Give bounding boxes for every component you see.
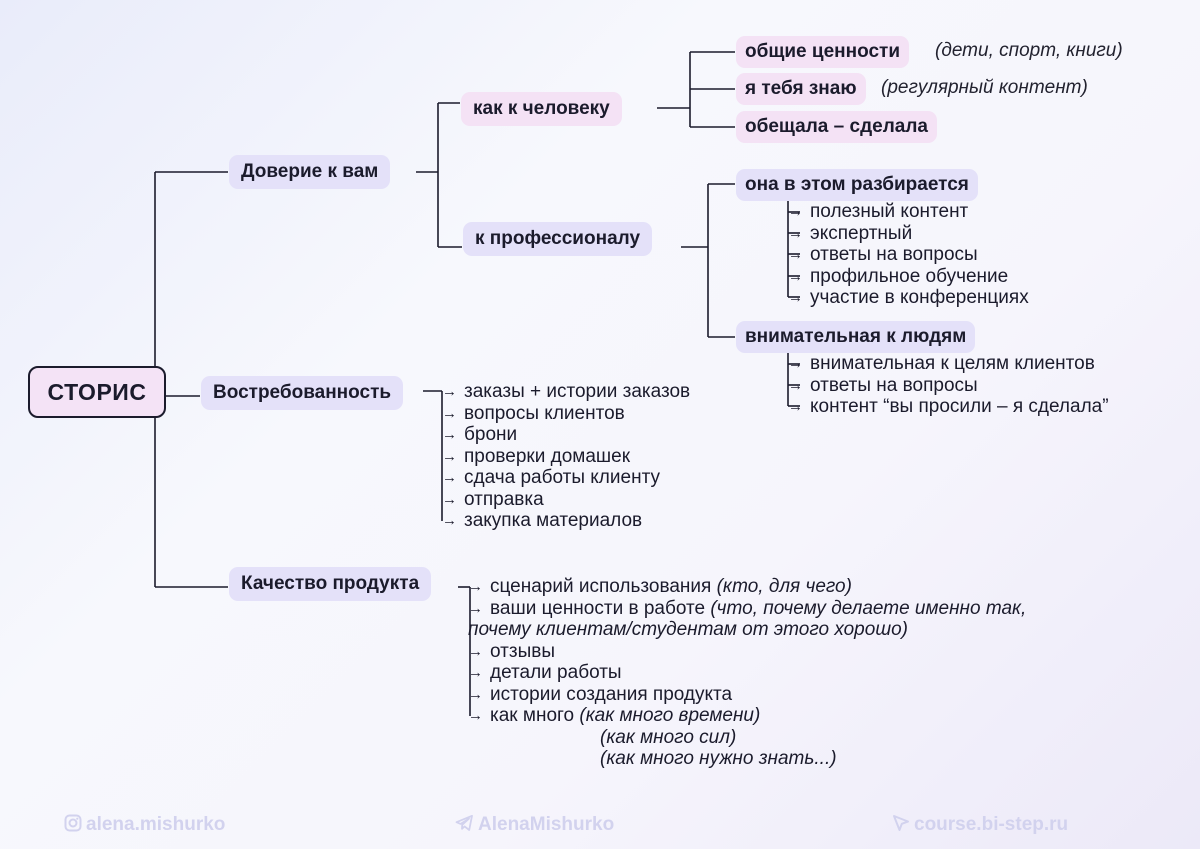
list-item: →отзывы <box>468 640 555 662</box>
arrow-icon: → <box>788 246 803 263</box>
arrow-icon: → <box>442 426 457 443</box>
arrow-icon: → <box>468 578 483 595</box>
note-shared-values: (дети, спорт, книги) <box>935 40 1123 61</box>
arrow-icon: → <box>788 224 803 242</box>
list-item: →сдача работы клиенту <box>442 467 660 488</box>
branch-quality: Качество продукта <box>229 567 432 601</box>
arrow-icon: → <box>442 469 457 486</box>
branch-trust: Доверие к вам <box>229 155 391 189</box>
note-i-know-you: (регулярный контент) <box>881 77 1088 98</box>
list-item: →ответы на вопросы <box>788 374 978 396</box>
demand-list: →заказы + истории заказов →вопросы клиен… <box>442 381 690 532</box>
node-promised-done: обещала – сделала <box>736 111 937 143</box>
arrow-icon: → <box>788 267 803 285</box>
node-as-person: как к человеку <box>461 92 622 126</box>
node-i-know-you: я тебя знаю <box>736 73 866 105</box>
arrow-icon: → <box>788 376 803 394</box>
list-item-continuation: (как много сил) <box>600 726 737 748</box>
branch-demand: Востребованность <box>201 376 404 410</box>
arrow-icon: → <box>442 512 457 529</box>
list-item: →сценарий использования (кто, для чего) <box>468 576 852 597</box>
arrow-icon: → <box>442 383 457 400</box>
list-item: →детали работы <box>468 662 622 683</box>
arrow-icon: → <box>442 490 457 508</box>
arrow-icon: → <box>788 398 803 415</box>
list-item: →профильное обучение <box>788 265 1009 287</box>
list-item: →брони <box>442 424 518 445</box>
telegram-icon <box>455 814 473 831</box>
arrow-icon: → <box>788 203 803 220</box>
arrow-icon: → <box>468 685 483 703</box>
arrow-icon: → <box>442 447 457 465</box>
list-item: →отправка <box>442 488 544 510</box>
arrow-icon: → <box>788 355 803 372</box>
list-item: →закупка материалов <box>442 510 643 531</box>
list-item: →вопросы клиентов <box>442 402 625 424</box>
list-item: →истории создания продукта <box>468 683 733 705</box>
attentive-list: →внимательная к целям клиентов →ответы н… <box>788 353 1109 418</box>
footer-site[interactable]: course.bi-step.ru <box>892 814 1068 836</box>
node-expertise: она в этом разбирается <box>736 169 978 201</box>
list-item-continuation: (как много нужно знать...) <box>600 748 837 769</box>
list-item-continuation: почему клиентам/студентам от этого хорош… <box>468 619 908 640</box>
list-item: →ваши ценности в работе (что, почему дел… <box>468 597 1027 619</box>
quality-list: →сценарий использования (кто, для чего) … <box>468 576 1026 770</box>
list-item: →проверки домашек <box>442 445 631 467</box>
instagram-icon <box>64 814 82 832</box>
root-node-stories: СТОРИС <box>28 366 166 418</box>
list-item: →участие в конференциях <box>788 287 1029 308</box>
footer-instagram[interactable]: alena.mishurko <box>64 814 225 836</box>
expertise-list: →полезный контент →экспертный →ответы на… <box>788 201 1029 309</box>
arrow-icon: → <box>468 599 483 617</box>
node-attentive: внимательная к людям <box>736 321 976 353</box>
arrow-icon: → <box>468 664 483 681</box>
list-item: →заказы + истории заказов <box>442 381 691 402</box>
list-item: →контент “вы просили – я сделала” <box>788 396 1109 417</box>
list-item: →экспертный <box>788 222 913 244</box>
node-shared-values: общие ценности <box>736 36 910 68</box>
list-item: →внимательная к целям клиентов <box>788 353 1095 374</box>
footer-telegram[interactable]: AlenaMishurko <box>455 814 614 836</box>
arrow-icon: → <box>468 642 483 660</box>
node-as-professional: к профессионалу <box>463 222 653 256</box>
list-item: →ответы на вопросы <box>788 244 978 265</box>
cursor-pointer-icon <box>893 815 909 831</box>
list-item: →как много (как много времени) <box>468 705 761 726</box>
list-item: →полезный контент <box>788 201 969 222</box>
arrow-icon: → <box>788 289 803 306</box>
arrow-icon: → <box>468 707 483 724</box>
arrow-icon: → <box>442 404 457 422</box>
